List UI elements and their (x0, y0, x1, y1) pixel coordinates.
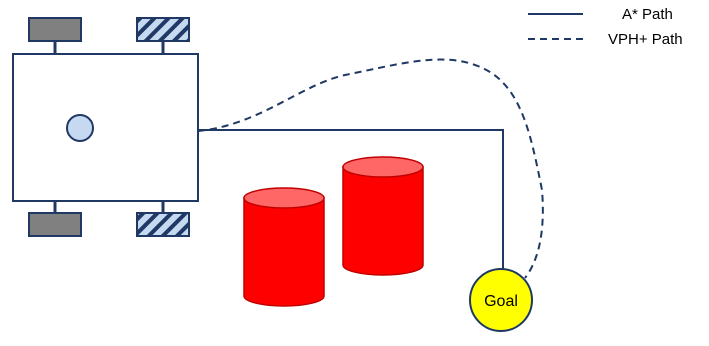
legend-vph-plus-label: VPH+ Path (608, 31, 683, 48)
obstacle-left (243, 187, 325, 307)
legend-a-star-label: A* Path (622, 6, 673, 23)
robot-wheels (28, 17, 190, 237)
vph-plus-path-line (197, 58, 544, 279)
a-star-path-line (198, 129, 504, 270)
goal-circle (469, 268, 533, 332)
wheel-top-left (28, 17, 82, 42)
wheel-top-right-hatched (136, 17, 190, 42)
robot-body (12, 53, 199, 202)
wheel-bottom-right-hatched (136, 212, 190, 237)
robot-center-marker (66, 114, 94, 142)
goal-label: Goal (484, 293, 518, 310)
legend: A* Path VPH+ Path (528, 6, 683, 48)
wheel-bottom-left (28, 212, 82, 237)
obstacle-right (342, 156, 424, 276)
